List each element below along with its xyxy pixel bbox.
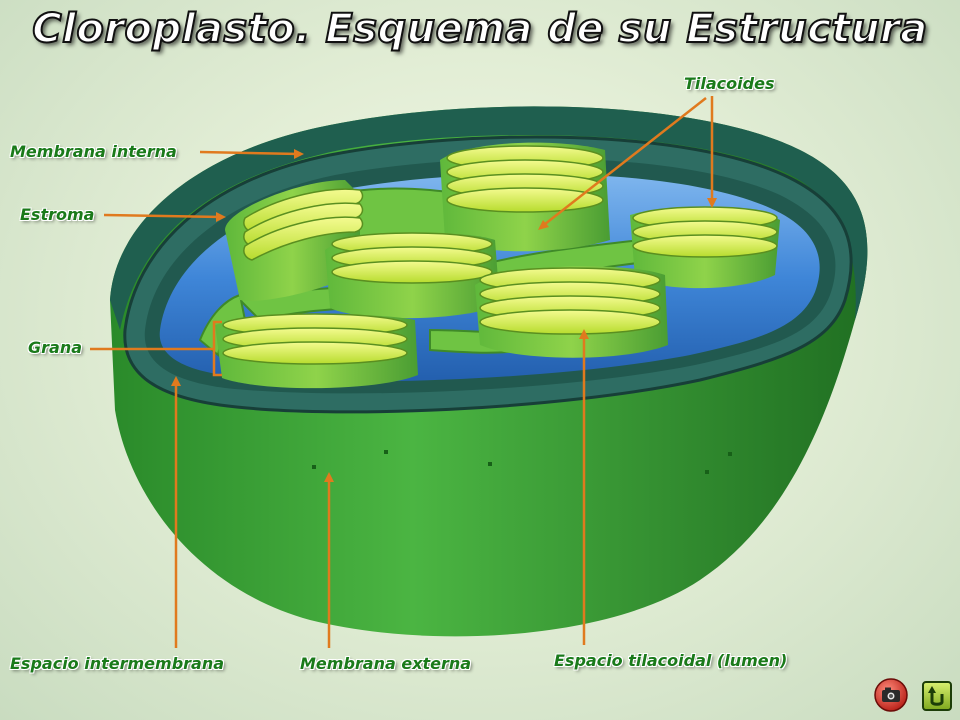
granum-5 xyxy=(475,266,668,358)
label-estroma: Estroma xyxy=(20,205,95,224)
return-button[interactable] xyxy=(922,681,952,711)
label-membrana-interna: Membrana interna xyxy=(10,142,177,161)
granum-1 xyxy=(225,180,364,301)
page-title: Cloroplasto. Esquema de su Estructura xyxy=(31,5,928,53)
arrow-heads xyxy=(171,149,717,482)
label-grana: Grana xyxy=(28,338,83,357)
granum-3 xyxy=(630,206,780,289)
pointer-lines xyxy=(90,96,714,648)
membrane-specks xyxy=(312,450,732,474)
granum-6 xyxy=(215,313,418,389)
label-membrana-externa: Membrana externa xyxy=(300,654,472,673)
camera-button[interactable] xyxy=(874,678,908,712)
label-espacio-tilacoidal: Espacio tilacoidal (lumen) xyxy=(554,651,788,670)
camera-icon xyxy=(874,678,908,712)
label-tilacoides: Tilacoides xyxy=(684,74,775,93)
return-arrow-icon xyxy=(922,681,952,711)
granum-2 xyxy=(440,142,610,252)
granum-4 xyxy=(325,232,500,319)
label-espacio-intermembrana: Espacio intermembrana xyxy=(10,654,225,673)
